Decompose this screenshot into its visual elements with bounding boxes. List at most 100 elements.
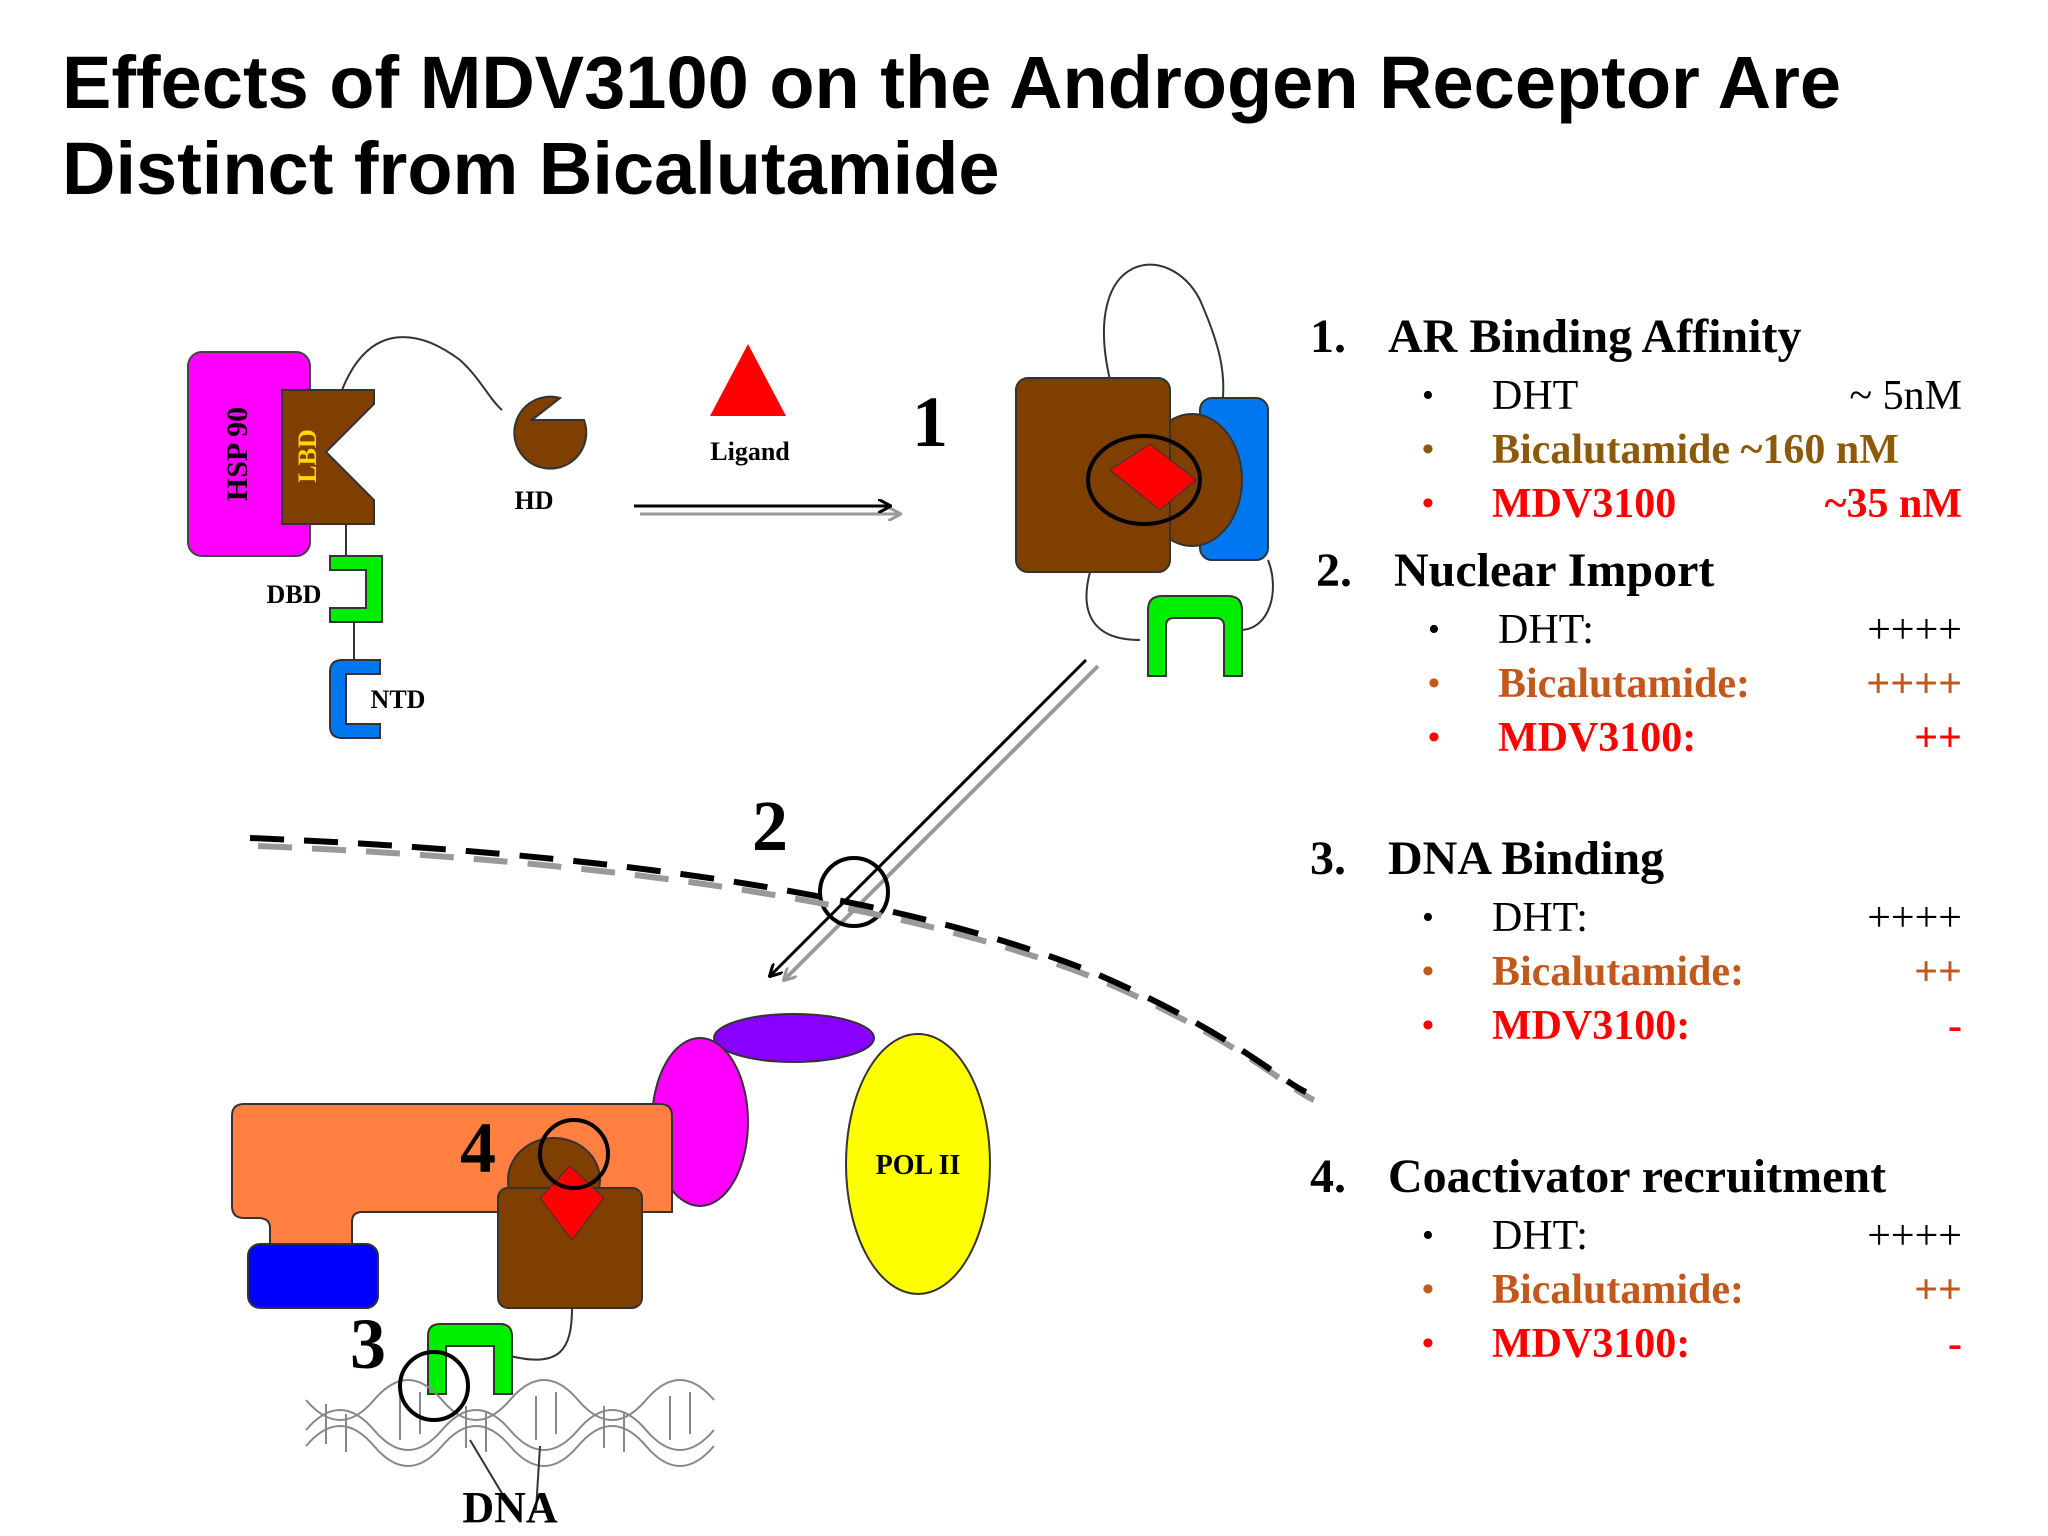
ligand-triangle	[710, 344, 786, 416]
dbd-label: DBD	[267, 580, 322, 609]
item-name: DHT:	[1492, 895, 1588, 941]
bullet-icon: •	[1422, 1271, 1434, 1308]
dbd-domain	[329, 555, 383, 623]
bullet-icon: •	[1422, 485, 1434, 522]
blue-domain	[247, 1243, 379, 1309]
dna-helix	[305, 1379, 715, 1467]
ntd-domain	[329, 659, 381, 739]
item-value: ++++	[1866, 661, 1962, 707]
lbd-hd-linker	[341, 336, 503, 411]
item-name: MDV3100	[1492, 481, 1677, 527]
bullet-icon: •	[1428, 611, 1440, 648]
list-item: • MDV3100: -	[1310, 1317, 2010, 1371]
dna-pointer-1	[469, 1439, 513, 1511]
hd-label: HD	[515, 486, 554, 515]
item-value: -	[1948, 1321, 1962, 1367]
import-arrow-shadow	[784, 664, 1100, 980]
section-title: Nuclear Import	[1394, 544, 1715, 597]
item-name: DHT:	[1492, 1213, 1588, 1259]
nuclear-import-circle	[818, 856, 890, 928]
section-nuclear-import: 2. Nuclear Import • DHT: ++++ • Bicalutamide…	[1310, 539, 2010, 827]
purple-cofactor	[713, 1013, 875, 1063]
bullet-icon: •	[1428, 665, 1440, 702]
item-name: MDV3100:	[1492, 1003, 1691, 1049]
slide-title: Effects of MDV3100 on the Androgen Recep…	[62, 41, 1842, 210]
item-name: MDV3100:	[1492, 1321, 1691, 1367]
item-name: Bicalutamide:	[1492, 949, 1744, 995]
dna-binding-circle	[398, 1350, 470, 1422]
list-item: • DHT: ++++	[1310, 1209, 2010, 1263]
step-2-label: 2	[752, 786, 788, 866]
ntd-label: NTD	[371, 685, 426, 714]
bullet-icon: •	[1428, 719, 1440, 756]
item-value: ++++	[1867, 1213, 1962, 1259]
section-heading: 1.AR Binding Affinity	[1310, 305, 2010, 369]
section-dna-binding: 3. DNA Binding • DHT: ++++ • Bicalutamide: ++…	[1310, 827, 2010, 1145]
results-panel: 1.AR Binding Affinity • DHT ~ 5nM • Bicalut…	[1310, 305, 2010, 1379]
item-value: ++++	[1867, 895, 1962, 941]
item-name: Bicalutamide:	[1492, 1267, 1744, 1313]
item-name: Bicalutamide ~160 nM	[1492, 427, 1899, 473]
section-number: 4.	[1310, 1150, 1346, 1203]
bound-linker-bottom	[1085, 559, 1274, 641]
section-binding-affinity: 1.AR Binding Affinity • DHT ~ 5nM • Bicalut…	[1310, 305, 2010, 539]
step-3-label: 3	[350, 1304, 386, 1384]
item-value: -	[1948, 1003, 1962, 1049]
section-title: DNA Binding	[1388, 832, 1665, 885]
list-item: • MDV3100: -	[1310, 999, 2010, 1053]
list-item: •MDV3100:++	[1316, 711, 2010, 765]
dna-label: DNA	[462, 1483, 558, 1532]
list-item: • DHT ~ 5nM	[1310, 369, 2010, 423]
section-title: AR Binding Affinity	[1388, 310, 1802, 363]
step-1-label: 1	[912, 382, 948, 462]
list-item: • Bicalutamide ~160 nM	[1310, 423, 2010, 477]
import-arrow	[770, 658, 1088, 976]
bullet-icon: •	[1422, 431, 1434, 468]
complex-linker	[509, 1307, 573, 1361]
list-item: • Bicalutamide: ++++	[1316, 657, 2010, 711]
dna-pointer-2	[535, 1445, 541, 1511]
coactivator-circle	[538, 1118, 610, 1190]
bullet-icon: •	[1422, 377, 1434, 414]
item-value: ~ 5nM	[1849, 373, 1962, 419]
complex-dbd	[427, 1323, 513, 1395]
list-item: • DHT: ++++	[1316, 603, 2010, 657]
nuclear-membrane	[249, 835, 1308, 1095]
bullet-icon: •	[1422, 1007, 1434, 1044]
list-item: • Bicalutamide: ++	[1310, 1263, 2010, 1317]
list-item: • DHT: ++++	[1310, 891, 2010, 945]
item-name: Bicalutamide:	[1498, 661, 1750, 707]
bullet-icon: •	[1422, 1217, 1434, 1254]
item-name: DHT	[1492, 373, 1579, 419]
ligand-label: Ligand	[710, 437, 790, 466]
bound-ligand	[1109, 443, 1197, 511]
section-heading: 4. Coactivator recruitment	[1310, 1145, 2010, 1209]
item-name: DHT:	[1498, 607, 1594, 653]
hsp90-label: HSP 90	[221, 407, 254, 501]
section-number: 3.	[1310, 832, 1346, 885]
binding-site-circle-1	[1086, 434, 1202, 526]
item-value: ++	[1914, 949, 1962, 995]
lbd-label: LBD	[293, 429, 322, 482]
bound-linker-top	[1103, 263, 1225, 421]
section-title: Coactivator recruitment	[1388, 1150, 1887, 1203]
item-name: MDV3100:	[1498, 715, 1697, 761]
section-heading: 3. DNA Binding	[1310, 827, 2010, 891]
step-4-label: 4	[460, 1108, 496, 1188]
item-value: ~35 nM	[1824, 481, 1962, 527]
item-value: ++	[1914, 1267, 1962, 1313]
lbd-domain	[281, 389, 375, 525]
bullet-icon: •	[1422, 899, 1434, 936]
pol2-label: POL II	[876, 1150, 961, 1181]
section-heading: 2. Nuclear Import	[1316, 539, 2010, 603]
item-value: ++++	[1867, 607, 1962, 653]
section-coactivator-recruitment: 4. Coactivator recruitment • DHT: ++++ • Bic…	[1310, 1145, 2010, 1379]
list-item: • MDV3100 ~35 nM	[1310, 477, 2010, 531]
list-item: • Bicalutamide: ++	[1310, 945, 2010, 999]
hd-domain	[513, 395, 588, 470]
bullet-icon: •	[1422, 953, 1434, 990]
pol2-ellipse	[845, 1033, 991, 1295]
bullet-icon: •	[1422, 1325, 1434, 1362]
section-number: 2.	[1316, 544, 1352, 597]
